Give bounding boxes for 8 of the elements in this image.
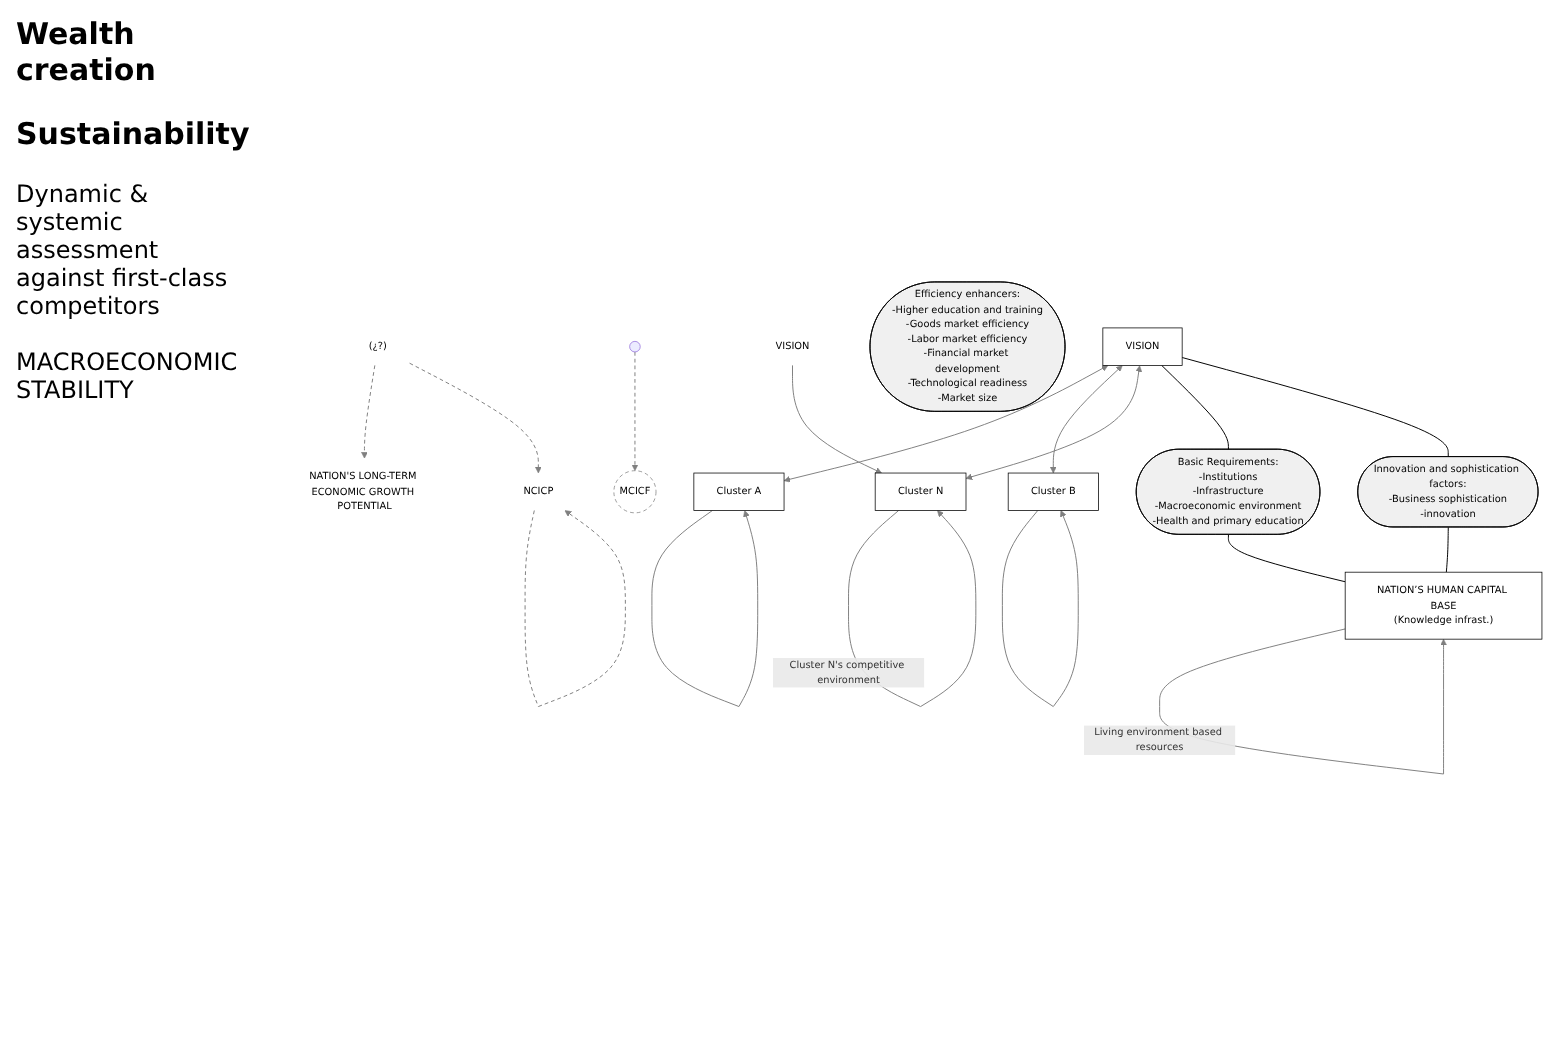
section-heading: Sustainability — [16, 116, 244, 152]
connector-line — [1227, 534, 1346, 583]
section-heading: Wealth creation — [16, 16, 158, 88]
note-text: MACROECONOMIC STABILITY — [16, 348, 240, 404]
connector-line — [1161, 364, 1229, 451]
note-text: Dynamic & systemic assessment against first-class competitors — [16, 180, 230, 320]
connector-line — [1181, 357, 1449, 458]
connector-line — [1445, 526, 1449, 573]
